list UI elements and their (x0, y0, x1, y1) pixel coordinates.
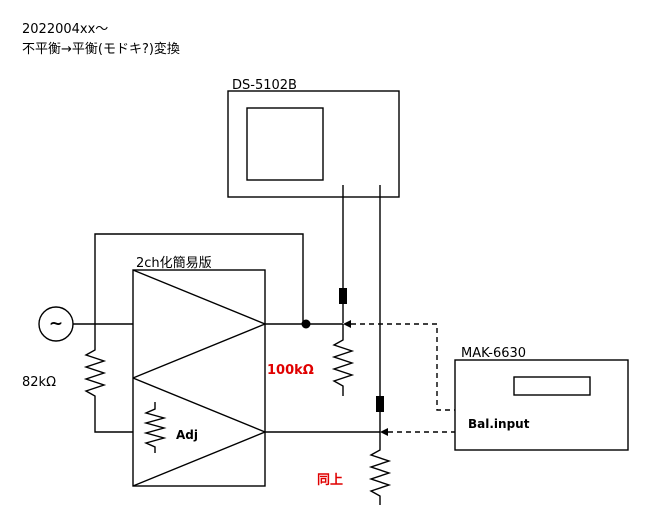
meter-label: MAK-6630 (461, 346, 526, 361)
pot-1-resistor (331, 324, 355, 396)
feedback-wire (94, 233, 304, 324)
meter-input-label: Bal.input (468, 417, 530, 431)
amp-triangle-bottom (132, 377, 267, 487)
amp-box (132, 269, 266, 487)
ac-source-icon: ~ (49, 314, 63, 334)
probe-tip-1 (339, 288, 347, 304)
pot-1-label: 100kΩ (267, 363, 314, 378)
oscilloscope-box (227, 90, 400, 198)
meter-box (454, 359, 629, 451)
probe-tip-2 (376, 396, 384, 412)
pot-1-wiper-arrow (343, 320, 351, 328)
input-resistor (83, 324, 133, 433)
header-date: 2022004xx〜 (22, 22, 108, 37)
pot-2-label: 同上 (317, 473, 343, 488)
amp-triangle-top (132, 269, 267, 379)
oscilloscope-screen (246, 107, 324, 181)
adj-resistor (143, 402, 167, 453)
pot-1-wiper-dashed (351, 323, 455, 411)
adj-label: Adj (176, 428, 198, 442)
oscilloscope-label: DS-5102B (232, 78, 297, 93)
pot-2-wiper-arrow (380, 428, 388, 436)
pot-2-resistor (368, 432, 392, 505)
amp-label: 2ch化簡易版 (136, 256, 212, 271)
header-title: 不平衡→平衡(モドキ?)変換 (22, 41, 180, 57)
meter-display (513, 376, 591, 396)
input-resistor-label: 82kΩ (22, 375, 56, 390)
